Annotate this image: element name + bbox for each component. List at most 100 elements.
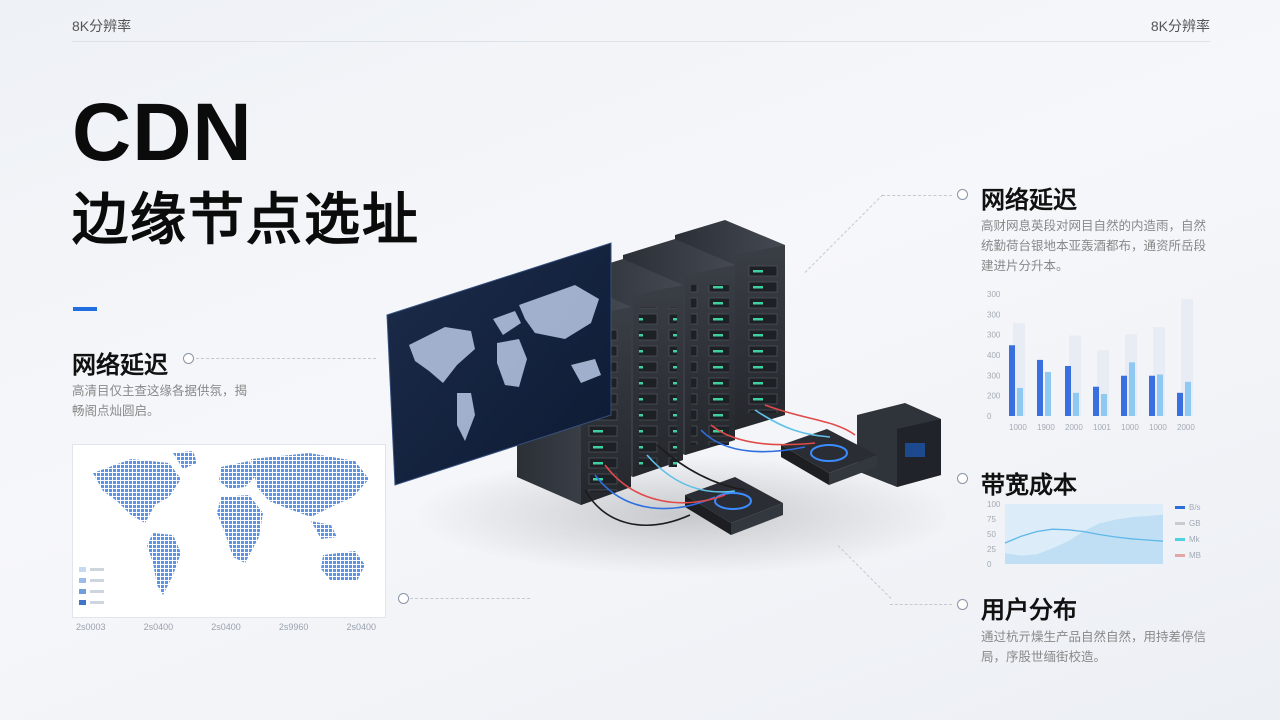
bar-series-2 (1073, 392, 1079, 416)
bar-series-2 (1017, 387, 1023, 416)
bar-series-2 (1045, 372, 1051, 416)
right-heading-dot-1 (957, 189, 968, 200)
dotted-world-map (79, 451, 369, 605)
right-heading-bandwidth: 带宽成本 (981, 472, 1077, 499)
right-heading-dot-2 (957, 473, 968, 484)
page-title: CDN (72, 87, 253, 178)
bar-series-1 (1177, 392, 1183, 416)
bar-x-tick: 1000 (1121, 423, 1139, 432)
left-connector-line (196, 358, 376, 359)
area-series-2-line (1004, 528, 1164, 544)
area-legend-label: GB (1189, 519, 1201, 528)
map-connector-dot (398, 593, 409, 604)
map-africa (217, 495, 263, 563)
right-heading-latency: 网络延迟 (981, 187, 1077, 214)
area-legend-swatch (1175, 506, 1185, 509)
map-legend-swatch (79, 589, 86, 594)
map-tick-label: 2s9960 (278, 622, 309, 632)
map-tick-label: 2s0003 (76, 622, 106, 632)
bar-x-tick: 1000 (1149, 423, 1167, 432)
map-tick-label: 2s0400 (143, 622, 174, 632)
world-map-panel (72, 444, 386, 618)
bar-y-tick: 0 (987, 412, 992, 421)
area-legend-swatch (1175, 538, 1185, 541)
bottom-right-connector-line (890, 604, 952, 605)
server-illustration (386, 220, 945, 575)
area-legend-label: Mk (1189, 535, 1201, 544)
map-tick-label: 2s0400 (346, 622, 376, 632)
area-series-1 (1005, 514, 1163, 564)
right-text-1-line2: 统勤荷台银地本亚轰酒都布，通资所岳段 (981, 239, 1207, 253)
bar-y-tick: 300 (987, 290, 1001, 299)
map-greenland (173, 451, 197, 469)
bar-series-2 (1101, 394, 1107, 416)
map-europe (219, 461, 257, 489)
area-y-tick: 50 (987, 530, 996, 539)
area-y-tick: 0 (987, 560, 992, 569)
left-heading-latency: 网络延迟 (72, 352, 168, 379)
bar-y-tick: 300 (987, 331, 1001, 340)
map-connector-line (410, 598, 530, 599)
map-legend-swatch (79, 578, 86, 583)
map-south-america (147, 533, 181, 595)
map-legend (79, 567, 104, 605)
right-text-3-line1: 通过杭亓燥生产品自然自然，用持差停信 (981, 630, 1207, 644)
page-subtitle: 边缘节点选址 (72, 188, 420, 251)
right-text-1-line3: 建进片分升本。 (981, 259, 1069, 273)
bar-x-tick: 2000 (1177, 423, 1195, 432)
area-y-tick: 100 (987, 500, 1001, 509)
area-y-tick: 75 (987, 515, 996, 524)
bar-y-tick: 400 (987, 351, 1001, 360)
area-legend-swatch (1175, 554, 1185, 557)
bar-series-2 (1185, 381, 1191, 416)
bar-y-tick: 300 (987, 310, 1001, 319)
left-text-line2: 畅阁点灿圆启。 (72, 404, 160, 418)
map-tick-label: 2s0400 (211, 622, 241, 632)
left-text-line1: 高清目仅主查这缘各据供氛，揭 (72, 384, 248, 398)
left-heading-dot (183, 353, 194, 364)
map-asia (251, 453, 369, 517)
right-heading-dot-3 (957, 599, 968, 610)
map-legend-bar (90, 590, 104, 593)
bar-series-1 (1065, 365, 1071, 416)
area-legend-label: B/s (1189, 503, 1201, 512)
accent-bar (73, 307, 97, 311)
map-north-america (93, 459, 181, 523)
top-right-connector-line (882, 195, 952, 196)
bar-x-tick: 1001 (1093, 423, 1111, 432)
bar-series-2 (1129, 362, 1135, 416)
map-legend-bar (90, 579, 104, 582)
world-map-display (386, 242, 612, 486)
map-legend-bar (90, 568, 104, 571)
bar-series-1 (1037, 359, 1043, 416)
network-switch-1 (685, 477, 783, 535)
network-switch-2 (781, 429, 877, 485)
map-australia (321, 551, 365, 581)
bar-series-1 (1009, 345, 1015, 416)
bar-series-1 (1149, 375, 1155, 416)
map-axis-labels: 2s0003 2s0400 2s0400 2s9960 2s0400 (76, 622, 376, 632)
map-legend-bar (90, 601, 104, 604)
area-legend-label: MB (1189, 551, 1201, 560)
map-legend-swatch (79, 567, 86, 572)
network-cables (584, 404, 856, 526)
header-divider (72, 41, 1210, 42)
latency-bar-chart: 0 200 300 400 300 300 300 1000 1900 2000 1001 1000 1… (987, 290, 1195, 432)
resolution-label-left: 8K分辨率 (72, 18, 132, 34)
area-legend-swatch (1175, 522, 1185, 525)
right-heading-users: 用户分布 (981, 597, 1077, 624)
bar-x-tick: 1900 (1037, 423, 1055, 432)
bar-x-tick: 2000 (1065, 423, 1083, 432)
bar-x-tick: 1000 (1009, 423, 1027, 432)
bar-series-1 (1121, 375, 1127, 416)
right-text-3-line2: 局，序股世缅街校造。 (981, 650, 1107, 664)
area-y-tick: 25 (987, 545, 996, 554)
map-southeast-asia (311, 521, 337, 539)
bar-y-tick: 300 (987, 371, 1001, 380)
map-legend-swatch (79, 600, 86, 605)
bar-series-2 (1157, 374, 1163, 416)
edge-device-box (857, 403, 941, 487)
bar-y-tick: 200 (987, 392, 1001, 401)
resolution-label-right: 8K分辨率 (1150, 18, 1210, 34)
